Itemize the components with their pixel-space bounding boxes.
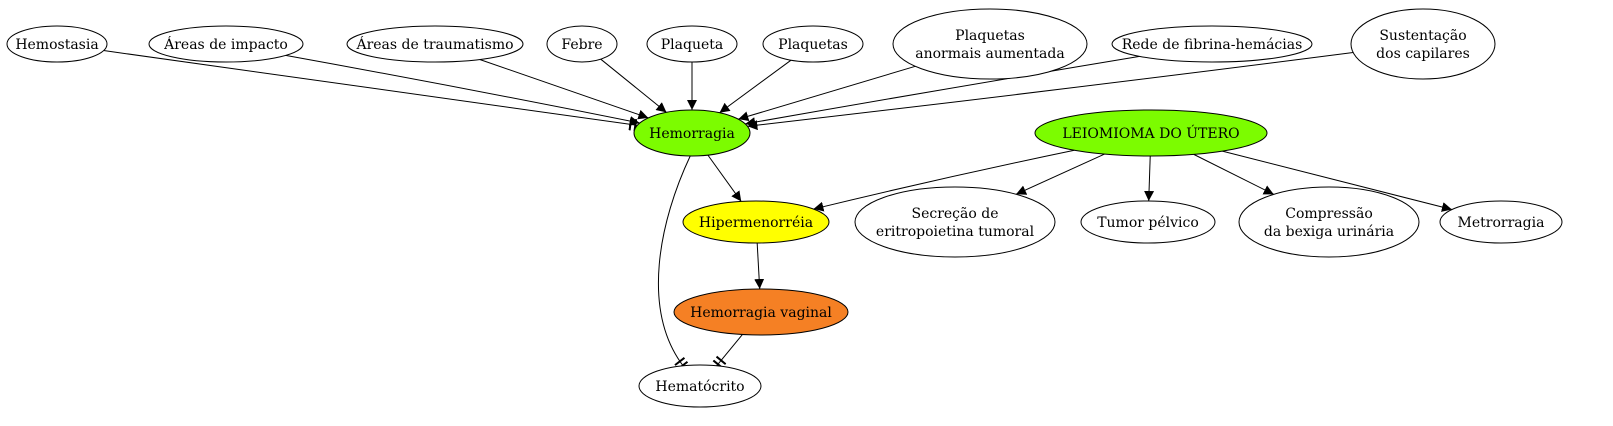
node-leiomioma-ellipse	[1034, 109, 1268, 157]
node-hematocrito: Hematócrito	[638, 364, 762, 408]
edge-leiomioma-to-metrorragia	[1222, 150, 1453, 212]
node-leiomioma: LEIOMIOMA DO ÚTERO	[1034, 109, 1268, 157]
node-hemorragia-vaginal: Hemorragia vaginal	[673, 288, 849, 336]
node-sustentacao-capilares-label-0: Sustentação	[1379, 28, 1466, 44]
node-leiomioma-label-0: LEIOMIOMA DO ÚTERO	[1062, 124, 1239, 142]
node-metrorragia: Metrorragia	[1439, 200, 1563, 244]
node-tumor-pelvico: Tumor pélvico	[1080, 200, 1216, 244]
node-areas-impacto-label-0: Áreas de impacto	[163, 35, 288, 53]
node-metrorragia-ellipse	[1439, 200, 1563, 244]
node-tumor-pelvico-label-0: Tumor pélvico	[1097, 215, 1199, 231]
node-plaquetas: Plaquetas	[762, 25, 864, 63]
node-hemorragia: Hemorragia	[633, 109, 751, 157]
edge-leiomioma-to-tumor-pelvico	[1144, 155, 1155, 202]
node-areas-traumatismo-ellipse	[346, 25, 524, 63]
edge-leiomioma-to-hipermenorreia	[813, 149, 1075, 212]
node-hemostasia-ellipse	[6, 25, 108, 63]
node-hematocrito-label-0: Hematócrito	[655, 379, 744, 395]
edge-areas-traumatismo-to-hemorragia	[479, 59, 649, 120]
edge-leiomioma-to-compressao-bexiga	[1193, 153, 1274, 195]
edge-hemorragia-to-hipermenorreia	[707, 154, 742, 202]
node-hipermenorreia-label-0: Hipermenorréia	[699, 215, 813, 231]
node-compressao-bexiga-label-1: da bexiga urinária	[1264, 224, 1394, 240]
node-rede-fibrina-label-0: Rede de fibrina-hemácias	[1122, 37, 1303, 53]
node-hemostasia-label-0: Hemostasia	[15, 37, 98, 53]
node-plaquetas-label-0: Plaquetas	[778, 37, 848, 53]
node-secrecao-eritropoietina-ellipse	[854, 186, 1056, 258]
node-hemorragia-vaginal-ellipse	[673, 288, 849, 336]
node-febre-ellipse	[546, 25, 618, 63]
node-plaquetas-anormais-label-0: Plaquetas	[955, 28, 1025, 44]
node-metrorragia-label-0: Metrorragia	[1458, 215, 1545, 231]
node-sustentacao-capilares-ellipse	[1350, 8, 1496, 80]
node-plaquetas-ellipse	[762, 25, 864, 63]
edge-hemorragia-vaginal-to-hematocrito	[712, 334, 743, 369]
node-areas-traumatismo-label-0: Áreas de traumatismo	[355, 35, 513, 53]
node-hemostasia: Hemostasia	[6, 25, 108, 63]
node-rede-fibrina-ellipse	[1111, 25, 1313, 63]
edge-hemorragia-to-hematocrito	[657, 155, 691, 370]
node-sustentacao-capilares: Sustentação dos capilares	[1350, 8, 1496, 80]
edge-leiomioma-to-secrecao-eritropoietina	[1015, 153, 1105, 195]
node-plaquetas-anormais-label-1: anormais aumentada	[915, 46, 1064, 62]
node-hipermenorreia: Hipermenorréia	[682, 200, 830, 244]
edges-layer	[103, 50, 1453, 370]
node-rede-fibrina: Rede de fibrina-hemácias	[1111, 25, 1313, 63]
node-febre-label-0: Febre	[561, 37, 602, 53]
nodes-layer: Hemostasia Áreas de impacto Áreas de traum…	[6, 8, 1563, 408]
node-plaquetas-anormais-ellipse	[892, 8, 1088, 80]
node-hematocrito-ellipse	[638, 364, 762, 408]
edge-hipermenorreia-to-hemorragia-vaginal	[754, 242, 765, 290]
node-hemorragia-vaginal-label-0: Hemorragia vaginal	[690, 305, 832, 321]
node-sustentacao-capilares-label-1: dos capilares	[1376, 46, 1470, 62]
node-secrecao-eritropoietina-label-1: eritropoietina tumoral	[876, 224, 1035, 240]
node-hemorragia-label-0: Hemorragia	[649, 126, 735, 142]
node-compressao-bexiga: Compressão da bexiga urinária	[1238, 186, 1420, 258]
node-tumor-pelvico-ellipse	[1080, 200, 1216, 244]
node-areas-impacto: Áreas de impacto	[148, 25, 304, 63]
edge-plaquetas-anormais-to-hemorragia	[738, 65, 916, 122]
node-hemorragia-ellipse	[633, 109, 751, 157]
node-secrecao-eritropoietina: Secreção de eritropoietina tumoral	[854, 186, 1056, 258]
node-hipermenorreia-ellipse	[682, 200, 830, 244]
edge-rede-fibrina-to-hemorragia	[745, 55, 1140, 128]
edge-sustentacao-capilares-to-hemorragia	[747, 52, 1354, 131]
node-plaquetas-anormais: Plaquetas anormais aumentada	[892, 8, 1088, 80]
node-plaqueta-ellipse	[646, 25, 738, 63]
edge-plaquetas-to-hemorragia	[719, 59, 792, 114]
node-secrecao-eritropoietina-label-0: Secreção de	[911, 206, 998, 222]
node-plaqueta: Plaqueta	[646, 25, 738, 63]
node-febre: Febre	[546, 25, 618, 63]
node-compressao-bexiga-label-0: Compressão	[1285, 206, 1373, 222]
edge-areas-impacto-to-hemorragia	[285, 54, 640, 126]
node-compressao-bexiga-ellipse	[1238, 186, 1420, 258]
edge-febre-to-hemorragia	[600, 58, 667, 113]
edge-hemostasia-to-hemorragia	[103, 50, 638, 132]
node-plaqueta-label-0: Plaqueta	[661, 37, 723, 53]
node-areas-traumatismo: Áreas de traumatismo	[346, 25, 524, 63]
node-areas-impacto-ellipse	[148, 25, 304, 63]
